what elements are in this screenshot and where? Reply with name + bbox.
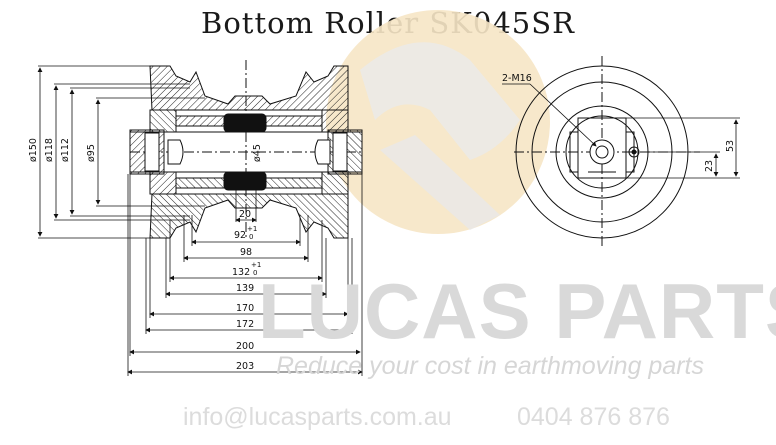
dim-d150: ø150 — [28, 138, 39, 162]
dim-d45: ø45 — [252, 144, 263, 162]
bolt-callout: 2-M16 — [502, 73, 532, 84]
dim-d112: ø112 — [60, 138, 71, 162]
dim-92-tol-upper: +1 — [247, 225, 257, 233]
dim-92-tol-lower: 0 — [249, 233, 253, 241]
dim-132-tol-lower: 0 — [253, 269, 257, 277]
watermark-brand: LUCAS PARTS — [258, 267, 776, 355]
dim-132-tol-upper: +1 — [251, 261, 261, 269]
dim-139: 139 — [236, 283, 254, 294]
dim-23: 23 — [704, 160, 715, 172]
dim-53: 53 — [725, 140, 736, 152]
dim-98: 98 — [240, 247, 252, 258]
dim-92: 92 — [234, 230, 246, 241]
left-diameter-dimensions — [37, 65, 205, 239]
dim-203: 203 — [236, 361, 254, 372]
dim-132: 132 — [232, 267, 250, 278]
watermark-email: info@lucasparts.com.au — [183, 403, 452, 431]
roller-section-view — [129, 60, 363, 240]
dim-172: 172 — [236, 319, 254, 330]
dim-d95: ø95 — [86, 144, 97, 162]
end-view-dimensions — [502, 83, 740, 179]
brand-logo-watermark — [326, 10, 550, 234]
horizontal-dimensions — [127, 174, 363, 376]
watermark-phone: 0404 876 876 — [517, 403, 670, 431]
watermark-slogan: Reduce your cost in earthmoving parts — [276, 352, 704, 380]
dim-20: 20 — [239, 209, 251, 220]
dim-d118: ø118 — [44, 138, 55, 162]
dim-200: 200 — [236, 341, 254, 352]
dim-170: 170 — [236, 303, 254, 314]
